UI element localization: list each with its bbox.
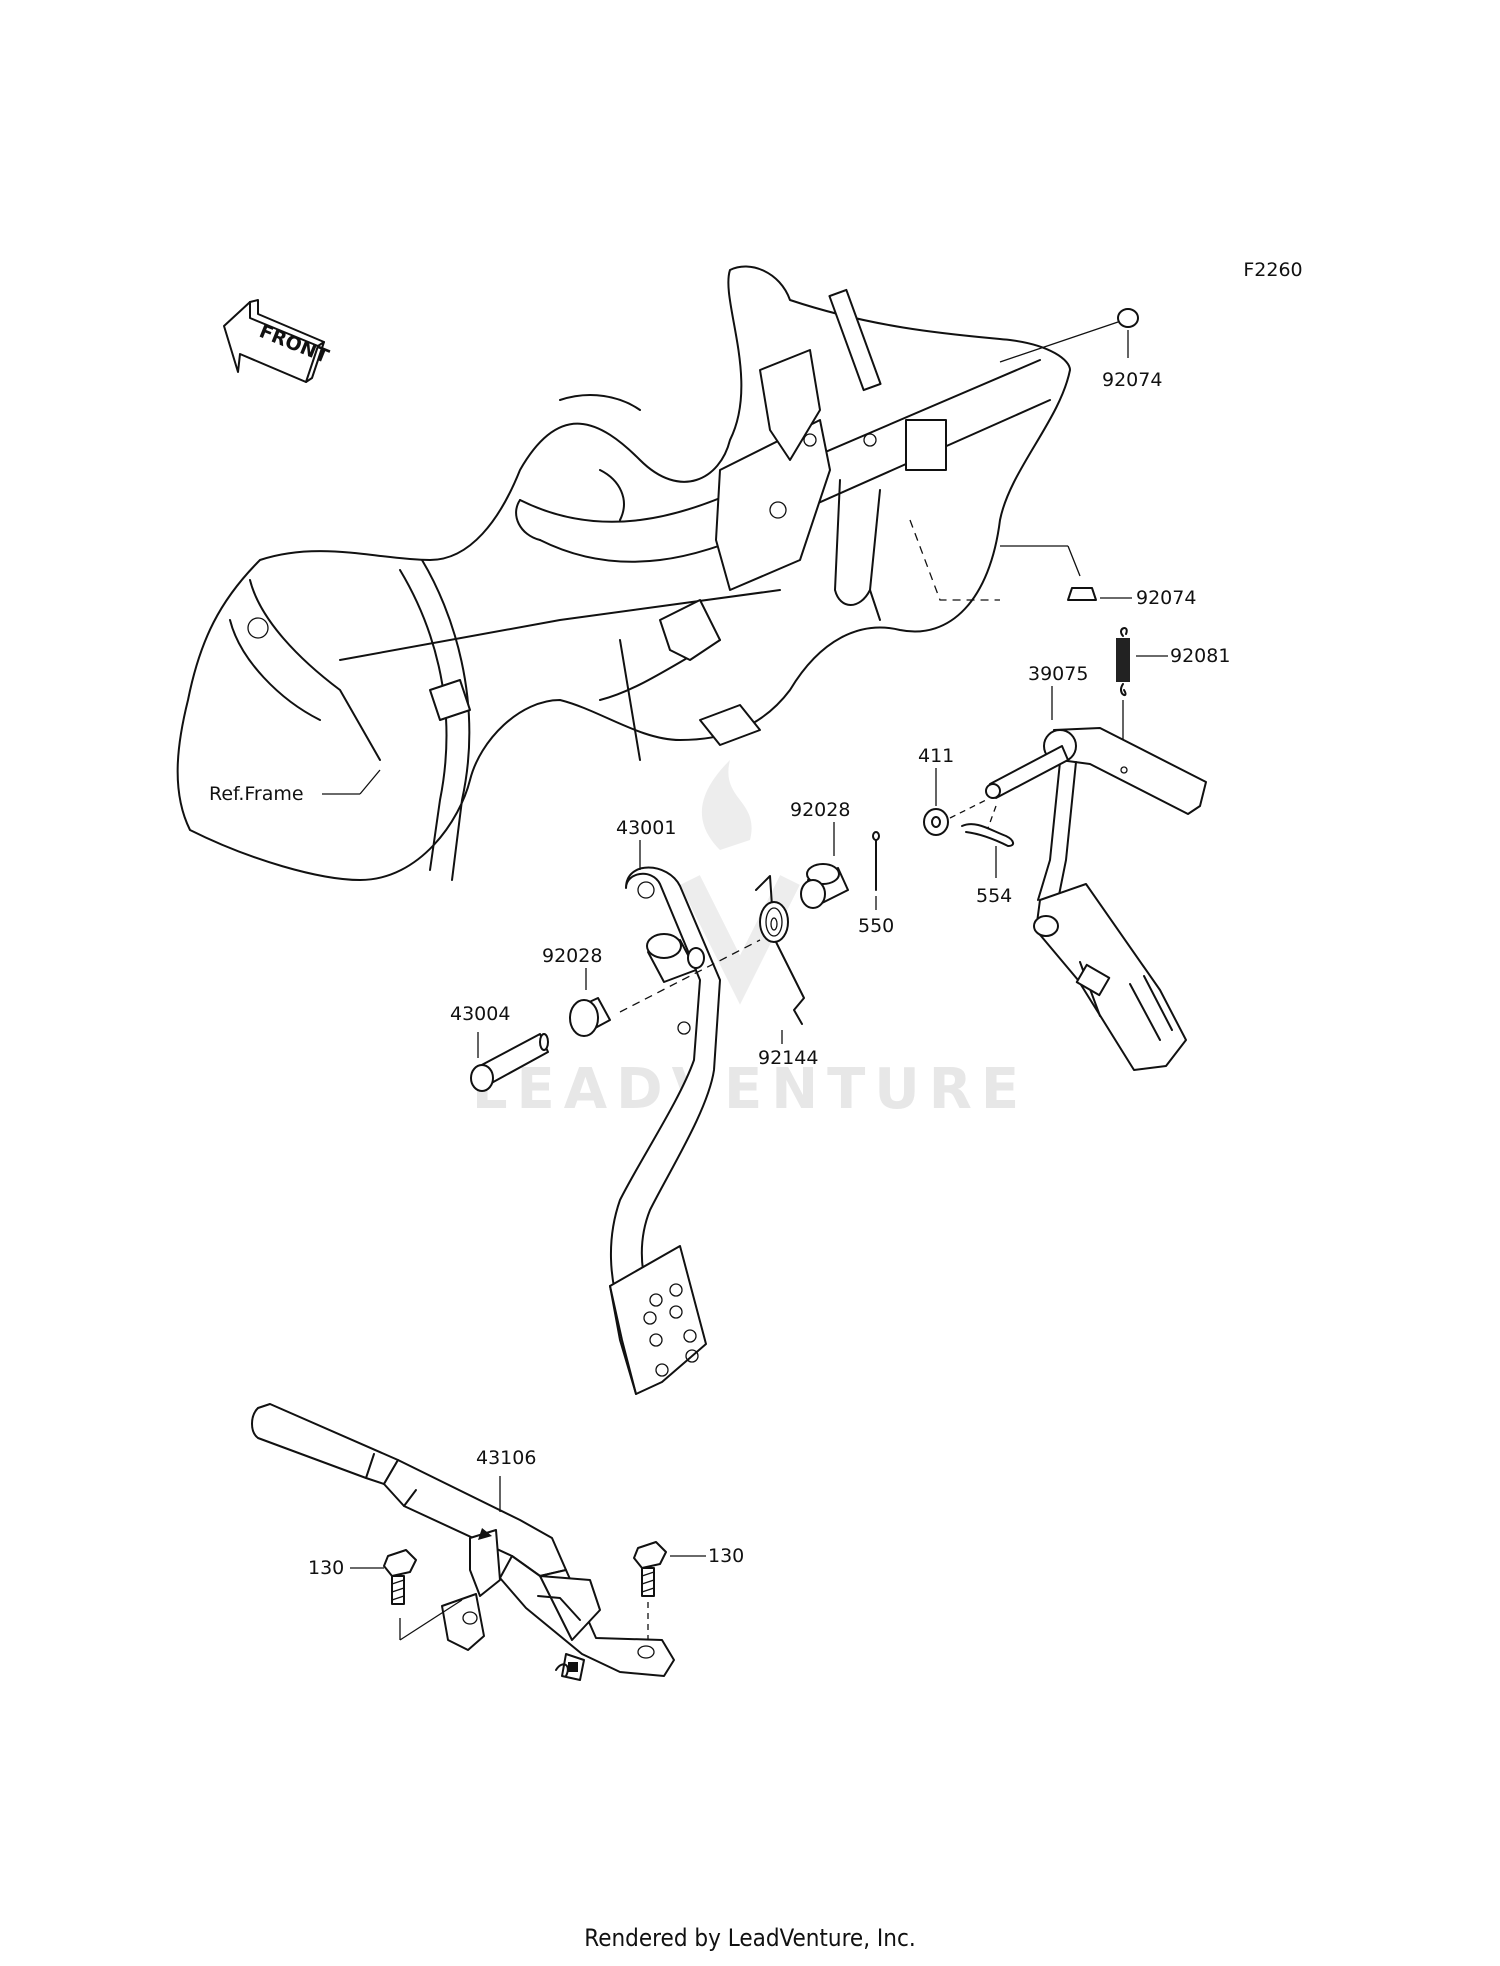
front-arrow-icon: FRONT <box>223 299 332 383</box>
part-92028-right-bushing: 92028 <box>790 799 850 909</box>
part-92144-spring: 92144 <box>755 875 818 1069</box>
part-92074-mid: 92074 <box>1000 545 1196 609</box>
label-554: 554 <box>976 885 1012 907</box>
label-130-right: 130 <box>708 1545 744 1567</box>
part-411-washer: 411 <box>918 745 987 836</box>
watermark-text: LEADVENTURE <box>472 1057 1028 1122</box>
label-92028-left: 92028 <box>542 945 602 967</box>
part-92074-top: 92074 <box>999 308 1162 391</box>
part-39075-pedal: 39075 <box>985 663 1207 1071</box>
label-43004: 43004 <box>450 1003 510 1025</box>
label-39075: 39075 <box>1028 663 1088 685</box>
label-92081: 92081 <box>1170 645 1230 667</box>
part-130-bolt-left: 130 <box>308 1549 463 1641</box>
label-130-left: 130 <box>308 1557 344 1579</box>
part-130-bolt-right: 130 <box>633 1541 744 1640</box>
part-43001-brake-pedal: 43001 <box>609 817 721 1395</box>
label-43001: 43001 <box>616 817 676 839</box>
label-92074-mid: 92074 <box>1136 587 1196 609</box>
part-550-pin: 550 <box>858 831 894 937</box>
label-92074-top: 92074 <box>1102 369 1162 391</box>
ref-frame-callout: Ref.Frame <box>209 769 381 805</box>
part-43106-parking-lever: 43106 <box>251 1403 675 1681</box>
part-554-clip: 554 <box>961 805 1014 907</box>
pivot-axis-line <box>619 939 761 1013</box>
footer-credit: Rendered by LeadVenture, Inc. <box>584 1924 916 1952</box>
part-92028-left-bushing: 92028 <box>542 945 611 1037</box>
ref-frame-label: Ref.Frame <box>209 783 304 805</box>
label-92144: 92144 <box>758 1047 818 1069</box>
pedal-pad-holes <box>643 1283 699 1377</box>
part-43004-pin: 43004 <box>450 1003 549 1092</box>
label-92028-right: 92028 <box>790 799 850 821</box>
label-550: 550 <box>858 915 894 937</box>
label-411: 411 <box>918 745 954 767</box>
label-43106: 43106 <box>476 1447 536 1469</box>
frame-outline <box>176 265 1071 881</box>
figure-code: F2260 <box>1243 259 1302 281</box>
